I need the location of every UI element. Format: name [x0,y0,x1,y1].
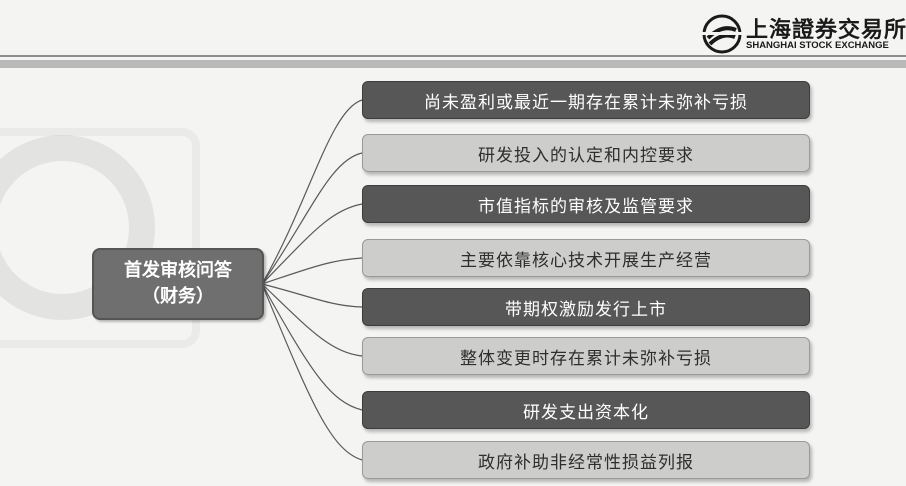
root-node: 首发审核问答 （财务） [92,248,264,320]
item-box-5: 带期权激励发行上市 [362,288,810,326]
header-rule [0,60,906,68]
item-box-6: 整体变更时存在累计未弥补亏损 [362,337,810,375]
root-node-subtitle: （财务） [142,286,214,307]
root-node-title: 首发审核问答 [124,260,232,281]
item-box-1: 尚未盈利或最近一期存在累计未弥补亏损 [362,81,810,119]
connector-line-7 [261,283,363,411]
item-label-1: 尚未盈利或最近一期存在累计未弥补亏损 [424,92,748,113]
item-label-7: 研发支出资本化 [523,402,649,423]
item-box-8: 政府补助非经常性损益列报 [362,441,810,479]
connector-line-2 [261,152,363,285]
sse-logo: 上海證券交易所 SHANGHAI STOCK EXCHANGE [702,12,906,56]
item-box-4: 主要依靠核心技术开展生产经营 [362,239,810,277]
connector-line-6 [261,283,363,357]
item-label-2: 研发投入的认定和内控要求 [478,145,694,166]
header-rule-thin [0,55,906,57]
item-label-5: 带期权激励发行上市 [505,299,667,320]
logo-chinese-text: 上海證券交易所 [746,17,906,43]
item-box-3: 市值指标的审核及监管要求 [362,185,810,223]
watermark-frame [0,128,200,348]
connector-line-3 [261,203,363,285]
item-label-3: 市值指标的审核及监管要求 [478,196,694,217]
connector-line-1 [261,99,363,285]
logo-english-text: SHANGHAI STOCK EXCHANGE [746,40,889,51]
connector-line-4 [261,257,363,285]
item-label-6: 整体变更时存在累计未弥补亏损 [460,348,712,369]
sse-logo-icon [702,14,742,54]
item-label-8: 政府补助非经常性损益列报 [478,452,694,473]
connector-line-5 [261,283,363,308]
item-box-7: 研发支出资本化 [362,391,810,429]
item-box-2: 研发投入的认定和内控要求 [362,134,810,172]
connector-line-8 [261,283,363,461]
item-label-4: 主要依靠核心技术开展生产经营 [460,250,712,271]
